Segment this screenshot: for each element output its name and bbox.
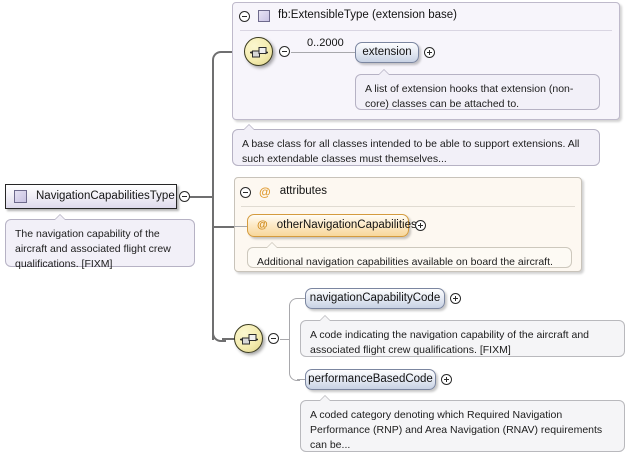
root-documentation-bubble: The navigation capability of the aircraf…: [5, 214, 195, 270]
connector-extension-element: [291, 52, 355, 53]
element-navigationCapabilityCode[interactable]: navigationCapabilityCode: [305, 288, 445, 309]
attributes-group-label: attributes: [279, 185, 328, 198]
extension-group-label: fb:ExtensibleType (extension base): [278, 9, 457, 22]
complex-type-square-icon: [14, 190, 27, 203]
connector-bottom-stub: [280, 339, 289, 340]
bubble-tail-inner: [319, 396, 331, 402]
bubble-tail-inner: [54, 215, 66, 221]
at-sign-icon: @: [257, 219, 268, 231]
bottom-sequence-icon[interactable]: [234, 324, 263, 353]
extension-base-documentation-bubble: A base class for all classes intended to…: [232, 124, 600, 166]
root-documentation-text: The navigation capability of the aircraf…: [15, 228, 171, 270]
element-performanceBasedCode-documentation-bubble: A coded category denoting which Required…: [300, 395, 625, 452]
element-extension-documentation-text: A list of extension hooks that extension…: [365, 83, 574, 110]
bottom-sequence-minus-circle-icon[interactable]: [268, 333, 279, 344]
attribute-expand-plus-circle-icon[interactable]: [415, 220, 426, 231]
connector-bottom-vertical: [289, 305, 290, 373]
bubble-tail-inner: [266, 243, 278, 249]
element-extension-label: extension: [362, 45, 412, 58]
connector-bottom-corner-top: [289, 298, 300, 309]
extension-sequence-minus-circle-icon[interactable]: [279, 46, 290, 57]
at-sign-icon: @: [259, 185, 271, 199]
bubble-tail-inner: [378, 70, 390, 76]
connector-to-navigationCapabilityCode: [297, 298, 305, 299]
element-navigationCapabilityCode-documentation-text: A code indicating the navigation capabil…: [310, 329, 590, 356]
element-extension[interactable]: extension: [355, 42, 419, 63]
extension-cardinality-label: 0..2000: [307, 37, 344, 49]
connector-attribute-stub: [234, 226, 247, 227]
attribute-otherNavigationCapabilities-label: otherNavigationCapabilities: [276, 218, 417, 231]
attribute-documentation-bubble: Additional navigation capabilities avail…: [247, 242, 572, 268]
connector-to-attributes: [212, 226, 234, 228]
attributes-group-header: @ attributes: [240, 184, 327, 200]
attributes-group-separator: [241, 206, 575, 207]
element-performanceBasedCode-label: performanceBasedCode: [308, 372, 433, 385]
bubble-tail-inner: [319, 316, 331, 322]
connector-trunk: [212, 60, 214, 340]
attributes-group-minus-circle-icon[interactable]: [240, 186, 251, 198]
extension-group-minus-circle-icon[interactable]: [239, 10, 250, 22]
extension-base-documentation-text: A base class for all classes intended to…: [242, 138, 580, 165]
element-extension-expand-plus-circle-icon[interactable]: [424, 47, 435, 58]
element-performanceBasedCode-expand-plus-circle-icon[interactable]: [441, 374, 452, 385]
extension-group-separator: [240, 30, 612, 31]
extension-group-header: fb:ExtensibleType (extension base): [239, 8, 457, 24]
connector-to-bottom-sequence: [222, 338, 236, 340]
root-collapse-minus-circle-icon[interactable]: [179, 191, 190, 202]
element-performanceBasedCode[interactable]: performanceBasedCode: [305, 369, 436, 390]
root-type-box[interactable]: NavigationCapabilitiesType: [5, 184, 177, 209]
element-navigationCapabilityCode-label: navigationCapabilityCode: [309, 291, 441, 304]
connector-bottom-corner-bottom: [289, 370, 300, 381]
connector-to-performanceBasedCode: [297, 379, 305, 380]
attribute-documentation-text: Additional navigation capabilities avail…: [257, 256, 553, 268]
connector-corner-top: [212, 51, 226, 65]
bubble-tail-inner: [243, 125, 255, 131]
element-navigationCapabilityCode-expand-plus-circle-icon[interactable]: [450, 293, 461, 304]
extension-sequence-icon[interactable]: [244, 37, 273, 66]
element-navigationCapabilityCode-documentation-bubble: A code indicating the navigation capabil…: [300, 315, 625, 357]
attribute-otherNavigationCapabilities[interactable]: @ otherNavigationCapabilities: [247, 214, 417, 237]
connector-root-stub: [190, 196, 214, 198]
element-performanceBasedCode-documentation-text: A coded category denoting which Required…: [310, 409, 603, 451]
connector-corner-bottom: [212, 328, 226, 342]
extension-base-type-square-icon: [258, 10, 270, 22]
element-extension-documentation-bubble: A list of extension hooks that extension…: [355, 69, 600, 110]
root-type-label: NavigationCapabilitiesType: [36, 189, 175, 202]
